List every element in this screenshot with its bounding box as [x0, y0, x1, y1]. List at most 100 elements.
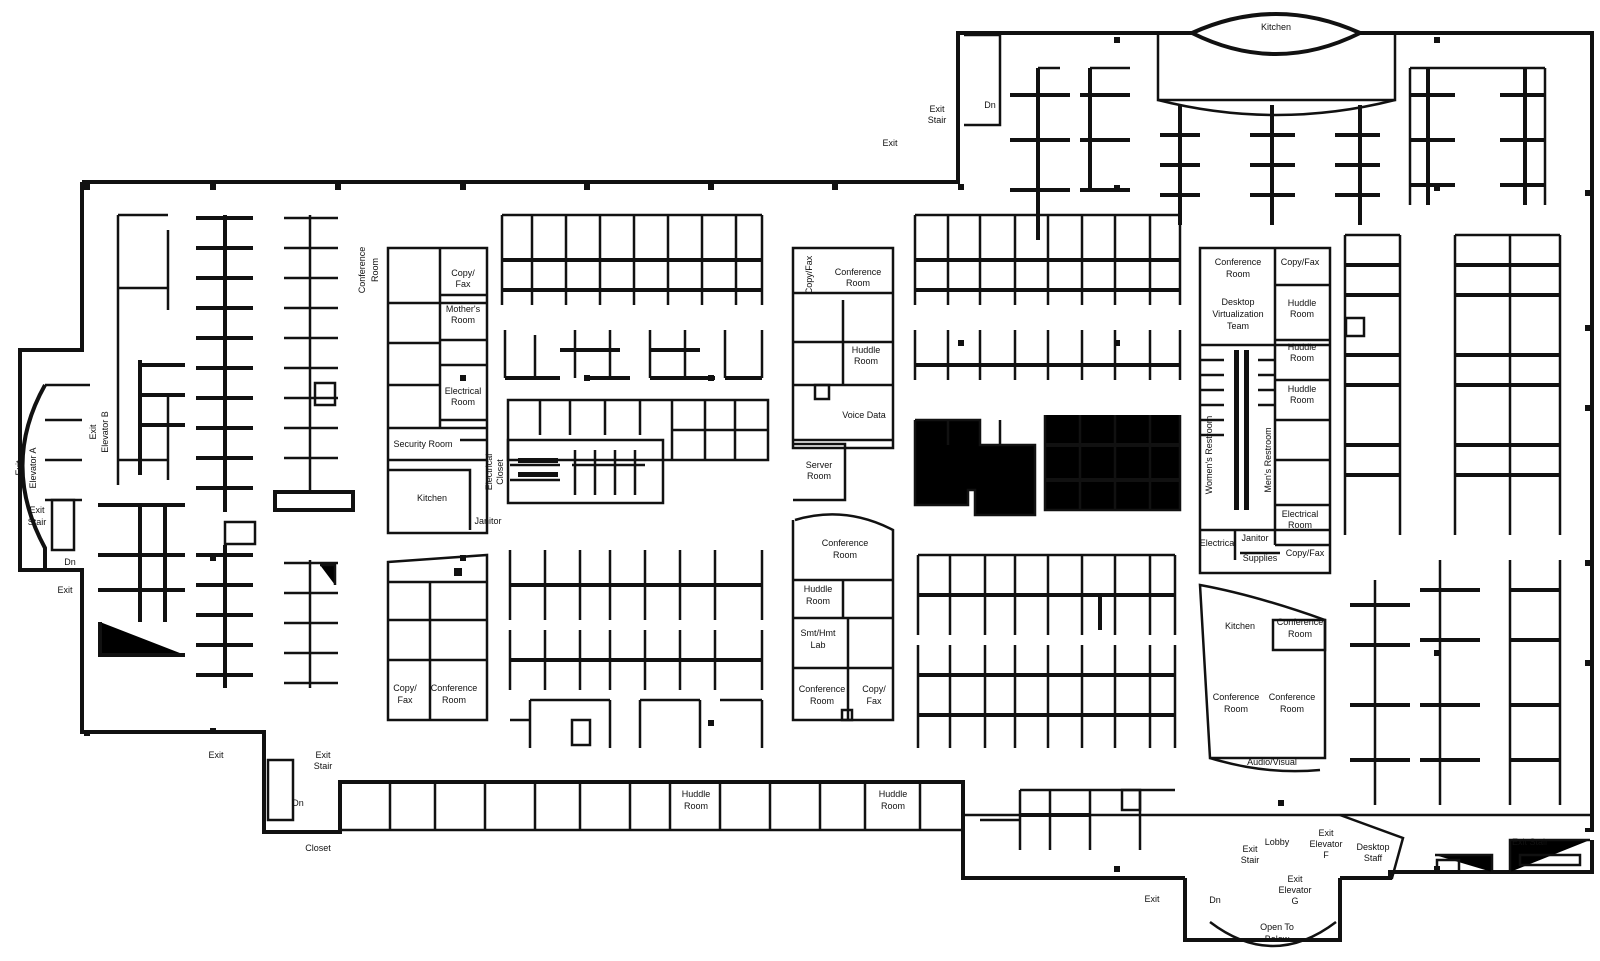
label-exit-bottom-left: Exit	[208, 750, 224, 760]
label-conference-room-b-1: Conference	[835, 267, 882, 277]
label-huddle-room-f2-2: Room	[1290, 353, 1314, 363]
label-copyfax-d-2: Fax	[866, 696, 882, 706]
label-exit-left-bottom: Exit	[57, 585, 73, 595]
label-huddle-room-f2-1: Huddle	[1288, 342, 1317, 352]
label-voice-data: Voice Data	[842, 410, 886, 420]
label-copyfax-d-1: Copy/	[862, 684, 886, 694]
label-conference-room-f-2: Room	[1226, 269, 1250, 279]
label-electrical-closet-1: Electrical	[484, 454, 494, 491]
label-closet: Closet	[305, 843, 331, 853]
label-exit-left-stair-2: Stair	[28, 517, 47, 527]
label-copyfax-b: Copy/Fax	[804, 255, 814, 294]
label-exit-stair-right: Exit Stair	[1512, 837, 1548, 847]
label-dn-bottom-left: Dn	[292, 798, 304, 808]
label-huddle-room-h1-2: Room	[684, 801, 708, 811]
label-copyfax-f: Copy/Fax	[1281, 257, 1320, 267]
label-conference-room-e-2: Room	[442, 695, 466, 705]
label-desktop-staff-1: Desktop	[1356, 842, 1389, 852]
label-kitchen-top: Kitchen	[1261, 22, 1291, 32]
label-exit-left: Exit	[14, 460, 24, 476]
label-conference-room-d-1: Conference	[799, 684, 846, 694]
label-elevator-a: Elevator A	[28, 447, 38, 488]
label-exit-elevator-f-1: Exit	[1318, 828, 1334, 838]
label-conference-room-h-1: Conference	[1213, 692, 1260, 702]
label-exit-top: Exit	[882, 138, 898, 148]
label-exit-elevator-g-1: Exit	[1287, 874, 1303, 884]
label-exit-elevator-f-3: F	[1323, 850, 1329, 860]
label-conference-room-g-1: Conference	[1277, 617, 1324, 627]
label-conference-room-c-2: Room	[833, 550, 857, 560]
label-open-to-below-1: Open To	[1260, 922, 1294, 932]
label-copyfax-a-1: Copy/	[451, 268, 475, 278]
label-security-room: Security Room	[393, 439, 452, 449]
label-conference-room-d-2: Room	[810, 696, 834, 706]
label-huddle-room-f1-2: Room	[1290, 309, 1314, 319]
label-exit-bottom-right: Exit	[1144, 894, 1160, 904]
label-electrical-room-a-2: Room	[451, 397, 475, 407]
label-server-room-1: Server	[806, 460, 833, 470]
label-exit-left-side: Exit	[88, 424, 98, 440]
label-huddle-room-b-2: Room	[854, 356, 878, 366]
label-exit-stair-bottom-1: Exit	[315, 750, 331, 760]
label-electrical-room-f-2: Room	[1288, 520, 1312, 530]
label-kitchen-right: Kitchen	[1225, 621, 1255, 631]
outer-walls	[18, 12, 1594, 948]
room-blocks	[338, 246, 1332, 832]
label-huddle-room-c-2: Room	[806, 596, 830, 606]
label-smt-hmt-lab-1: Smt/Hmt	[801, 628, 836, 638]
label-electrical-room-f-1: Electrical	[1282, 509, 1319, 519]
label-janitor-f: Janitor	[1241, 533, 1268, 543]
label-desktop-virt-3: Team	[1227, 321, 1249, 331]
label-exit-stair-bottom-2: Stair	[314, 761, 333, 771]
label-mens-restroom: Men's Restroom	[1263, 427, 1273, 492]
label-conference-room-i-1: Conference	[1269, 692, 1316, 702]
label-kitchen-left: Kitchen	[417, 493, 447, 503]
label-mothers-room-1: Mother's	[446, 304, 481, 314]
label-lobby: Lobby	[1265, 837, 1290, 847]
label-desktop-virt-2: Virtualization	[1212, 309, 1263, 319]
label-electrical-room-a-1: Electrical	[445, 386, 482, 396]
label-exit-stair-lobby-1: Exit	[1242, 844, 1258, 854]
label-dn-left: Dn	[64, 557, 76, 567]
label-huddle-room-c-1: Huddle	[804, 584, 833, 594]
label-smt-hmt-lab-2: Lab	[810, 640, 825, 650]
label-conference-room-g-2: Room	[1288, 629, 1312, 639]
label-copyfax-e-2: Fax	[397, 695, 413, 705]
label-audio-visual: Audio/Visual	[1247, 757, 1297, 767]
label-huddle-room-h1-1: Huddle	[682, 789, 711, 799]
label-conference-room-a-2: Room	[370, 258, 380, 282]
label-mothers-room-2: Room	[451, 315, 475, 325]
label-copyfax-f2: Copy/Fax	[1286, 548, 1325, 558]
label-huddle-room-h2-1: Huddle	[879, 789, 908, 799]
label-conference-room-e-1: Conference	[431, 683, 478, 693]
label-conference-room-c-1: Conference	[822, 538, 869, 548]
label-exit-stair-top-1: Exit	[929, 104, 945, 114]
label-conference-room-a-1: Conference	[357, 247, 367, 294]
label-huddle-room-f3-2: Room	[1290, 395, 1314, 405]
label-exit-stair-top-2: Stair	[928, 115, 947, 125]
label-conference-room-h-2: Room	[1224, 704, 1248, 714]
label-supplies-f: Supplies	[1243, 553, 1278, 563]
label-exit-left-stair-1: Exit	[29, 505, 45, 515]
label-electrical-closet-2: Closet	[495, 459, 505, 485]
label-copyfax-e-1: Copy/	[393, 683, 417, 693]
label-dn-lobby: Dn	[1209, 895, 1221, 905]
workstations	[98, 66, 1590, 874]
label-huddle-room-b-1: Huddle	[852, 345, 881, 355]
label-conference-room-i-2: Room	[1280, 704, 1304, 714]
label-womens-restroom: Women's Restroom	[1204, 416, 1214, 495]
label-desktop-virt-1: Desktop	[1221, 297, 1254, 307]
label-copyfax-a-2: Fax	[455, 279, 471, 289]
label-exit-elevator-g-2: Elevator	[1278, 885, 1311, 895]
label-exit-stair-lobby-2: Stair	[1241, 855, 1260, 865]
label-huddle-room-f3-1: Huddle	[1288, 384, 1317, 394]
label-janitor-left: Janitor	[474, 516, 501, 526]
label-huddle-room-f1-1: Huddle	[1288, 298, 1317, 308]
label-desktop-staff-2: Staff	[1364, 853, 1383, 863]
label-open-to-below-2: Below	[1265, 934, 1290, 944]
label-exit-elevator-f-2: Elevator	[1309, 839, 1342, 849]
label-conference-room-f-1: Conference	[1215, 257, 1262, 267]
